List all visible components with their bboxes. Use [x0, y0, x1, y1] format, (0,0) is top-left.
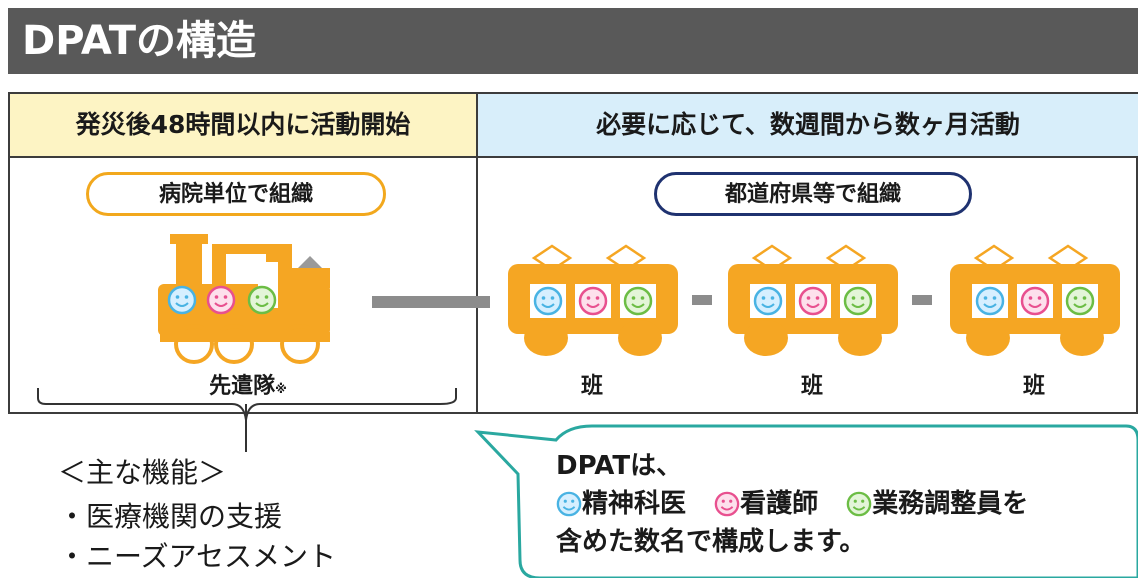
- steam-locomotive-icon: [158, 234, 330, 364]
- function-item: ・ニーズアセスメント: [58, 540, 337, 573]
- hospital-unit-pill: 病院単位で組織: [86, 172, 386, 216]
- function-item: ・医療機関の支援: [58, 500, 283, 533]
- role-coordinator: 業務調整員を: [872, 489, 1029, 519]
- bubble-line-1: DPATは、: [556, 451, 683, 481]
- bubble-line-3: 含めた数名で構成します。: [556, 527, 866, 557]
- left-header-text: 発災後48時間以内に活動開始: [75, 110, 411, 139]
- car-link-1: [692, 295, 712, 305]
- train-car-icon-1: [508, 246, 678, 356]
- prefecture-pill: 都道府県等で組織: [654, 172, 972, 216]
- team-label-1: 班: [580, 374, 603, 399]
- bubble-roles-line: 精神科医 看護師 業務調整員を: [556, 486, 1028, 522]
- car-link-2: [912, 295, 932, 305]
- team-label-3: 班: [1022, 374, 1045, 399]
- column-divider: [476, 92, 478, 414]
- speech-bubble: [474, 424, 1138, 578]
- smiley-face-icon: [714, 491, 740, 517]
- page-title: DPATの構造: [22, 18, 256, 64]
- right-header-text: 必要に応じて、数週間から数ヶ月活動: [596, 110, 1020, 139]
- functions-heading: ＜主な機能＞: [58, 456, 227, 489]
- title-bar: [8, 8, 1138, 74]
- smiley-face-icon: [556, 491, 582, 517]
- role-psychiatrist: 精神科医: [582, 489, 687, 519]
- role-nurse: 看護師: [740, 489, 819, 519]
- structure-table: [8, 92, 1138, 414]
- smiley-face-icon: [846, 491, 872, 517]
- header-divider: [8, 156, 1138, 158]
- left-header-cell: [10, 94, 476, 156]
- right-header-cell: [478, 94, 1138, 156]
- train-car-icon-2: [728, 246, 898, 356]
- team-label-2: 班: [800, 374, 823, 399]
- train-car-icon-3: [950, 246, 1120, 356]
- coupling-bar: [372, 296, 490, 308]
- vanguard-label: 先遣隊※: [209, 374, 287, 399]
